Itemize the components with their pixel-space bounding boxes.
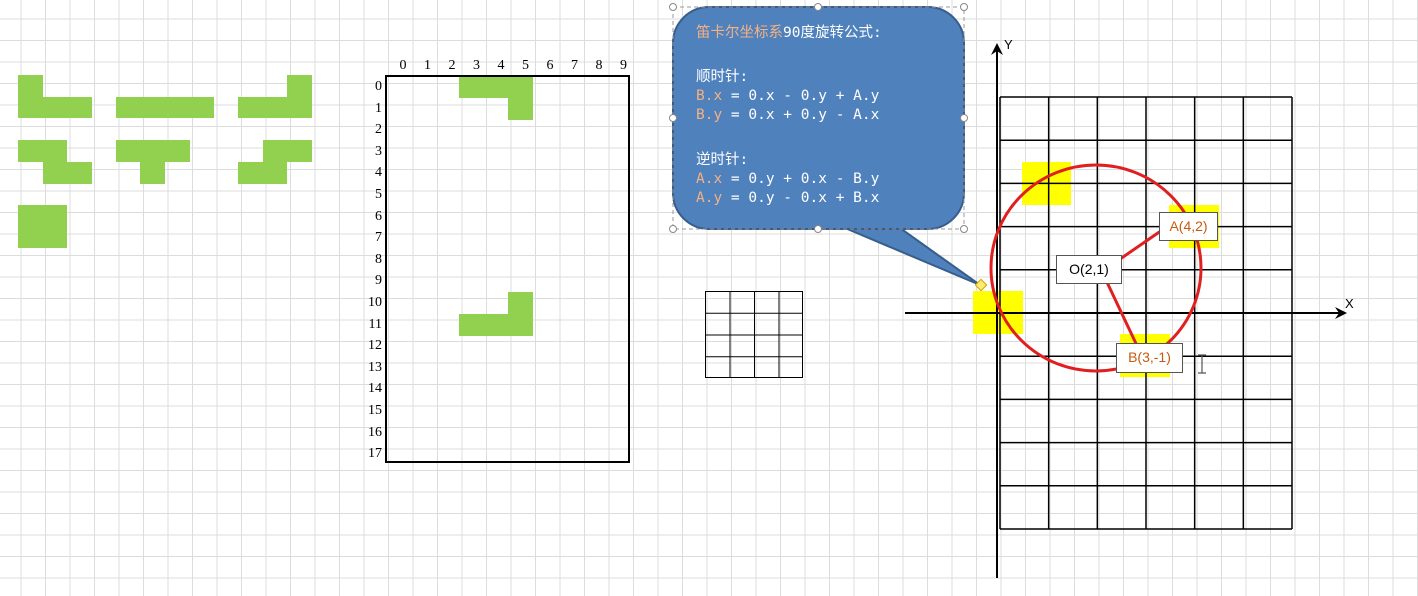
callout-tail xyxy=(844,227,981,286)
board-piece-cell xyxy=(459,77,533,98)
small-4x4-grid xyxy=(705,291,803,378)
resize-handle[interactable] xyxy=(669,3,677,11)
board-row-number: 2 xyxy=(375,122,382,138)
board-piece-cell xyxy=(508,292,533,314)
x-axis-label: X xyxy=(1345,296,1354,311)
board-row-number: 1 xyxy=(375,100,382,116)
shape-cell xyxy=(18,75,43,118)
text-cursor xyxy=(1198,354,1206,374)
board-col-number: 9 xyxy=(620,58,627,73)
board-row-number: 8 xyxy=(375,251,382,267)
cw-formula-1-var: B.x xyxy=(696,88,723,104)
board-col-number: 2 xyxy=(448,58,456,73)
board-col-number: 6 xyxy=(546,58,554,73)
board-row-number: 5 xyxy=(375,187,382,202)
board-col-number: 8 xyxy=(595,58,603,73)
resize-handle[interactable] xyxy=(669,114,677,122)
shape-cell xyxy=(18,140,67,162)
shape-cell xyxy=(116,97,214,118)
cw-formula-2-rest: = 0.x + 0.y - A.x xyxy=(722,107,880,123)
board-row-number: 17 xyxy=(368,446,382,462)
board-row-number: 12 xyxy=(368,338,382,354)
board-row-number: 9 xyxy=(375,273,382,289)
board-row-number: 7 xyxy=(375,230,382,246)
board-row-number: 4 xyxy=(375,165,382,181)
ccw-formula-2-rest: = 0.y - 0.x + B.x xyxy=(722,190,880,206)
board-row-number: 15 xyxy=(368,403,382,418)
coordinate-grid xyxy=(999,96,1293,530)
board-piece-cell xyxy=(459,314,533,336)
board-row-number: 0 xyxy=(375,79,382,94)
shape-cell xyxy=(238,162,287,184)
ccw-formula-2: A.y = 0.y - 0.x + B.x xyxy=(696,190,879,207)
board-col-number: 7 xyxy=(571,58,578,73)
shape-cell xyxy=(287,75,312,118)
board-row-number: 11 xyxy=(368,316,382,332)
ccw-formula-1-rest: = 0.y + 0.x - B.y xyxy=(722,171,880,187)
ccw-formula-2-var: A.y xyxy=(696,190,723,206)
board-col-number: 1 xyxy=(424,58,431,73)
board-piece-cell xyxy=(508,98,533,120)
point-o-label: O(2,1) xyxy=(1056,255,1122,284)
adjust-handle xyxy=(974,278,988,292)
resize-handle[interactable] xyxy=(814,225,822,233)
cw-formula-2-var: B.y xyxy=(696,107,723,123)
resize-handle[interactable] xyxy=(960,225,968,233)
shape-cell xyxy=(116,140,190,162)
board-row-number: 13 xyxy=(368,359,382,375)
cw-formula-1-rest: = 0.x - 0.y + A.y xyxy=(722,88,880,104)
callout-title-part2: 90度旋转公式: xyxy=(783,25,882,41)
board-col-number: 3 xyxy=(473,58,480,73)
point-a-label: A(4,2) xyxy=(1159,212,1218,241)
point-b-label: B(3,-1) xyxy=(1116,343,1183,373)
cw-formula-2: B.y = 0.x + 0.y - A.x xyxy=(696,107,879,124)
callout-title-part1: 笛卡尔坐标系 xyxy=(696,25,783,41)
shape-cell xyxy=(18,205,67,248)
board-col-number: 0 xyxy=(399,58,407,73)
o-to-b-line xyxy=(1103,277,1142,353)
shape-cell xyxy=(43,97,92,118)
callout-title: 笛卡尔坐标系90度旋转公式: xyxy=(696,25,882,42)
shape-cell xyxy=(238,97,287,118)
resize-handle[interactable] xyxy=(669,225,677,233)
board-col-number: 5 xyxy=(522,58,529,73)
cw-formula-1: B.x = 0.x - 0.y + A.y xyxy=(696,88,879,105)
board-row-number: 6 xyxy=(375,208,382,224)
board-row-number: 14 xyxy=(368,381,382,397)
board-row-number: 16 xyxy=(368,424,382,440)
counter-clockwise-label: 逆时针: xyxy=(696,152,749,168)
rotation-circle xyxy=(989,163,1203,373)
board-row-number: 10 xyxy=(368,295,382,310)
game-board xyxy=(385,75,630,463)
clockwise-label: 顺时针: xyxy=(696,69,749,85)
shape-cell xyxy=(43,162,92,184)
resize-handle[interactable] xyxy=(960,114,968,122)
y-axis-label: Y xyxy=(1004,37,1013,52)
shape-cell xyxy=(140,162,165,184)
board-row-number: 3 xyxy=(375,143,382,159)
shape-cell xyxy=(263,140,312,162)
ccw-formula-1-var: A.x xyxy=(696,171,723,187)
ccw-formula-1: A.x = 0.y + 0.x - B.y xyxy=(696,171,879,188)
resize-handle[interactable] xyxy=(960,3,968,11)
resize-handle[interactable] xyxy=(814,3,822,11)
board-col-number: 4 xyxy=(497,58,505,73)
